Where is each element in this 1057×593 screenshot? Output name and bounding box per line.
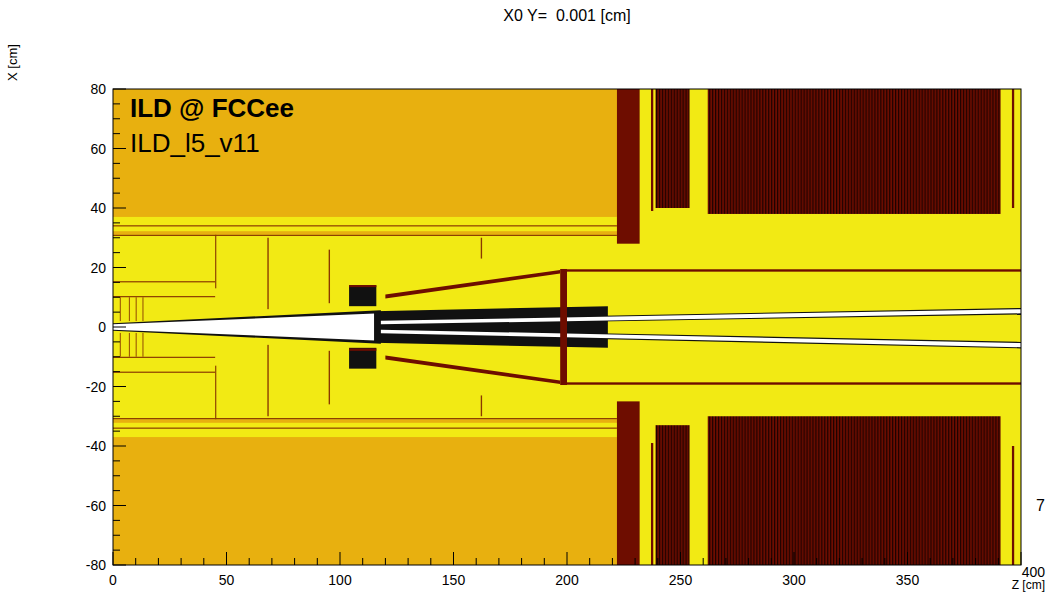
tick-label: 80 (90, 82, 106, 96)
axis-title: X [cm] (6, 44, 19, 81)
detector-tag: ILD_l5_v11 (130, 130, 260, 156)
tick-label: 20 (90, 261, 106, 275)
tick-label: 300 (782, 573, 805, 587)
tick-label: 40 (90, 201, 106, 215)
plot-frame (113, 89, 1021, 565)
tick-label: 350 (896, 573, 919, 587)
page-number: 7 (1036, 498, 1045, 514)
tick-label: 150 (442, 573, 465, 587)
tick-label: -20 (86, 380, 106, 394)
tick-label: 0 (109, 573, 117, 587)
tick-label: -40 (86, 439, 106, 453)
detector-tag: ILD @ FCCee (130, 95, 294, 121)
axis-title: Z [cm] (1012, 579, 1045, 591)
tick-label: -60 (86, 499, 106, 513)
tick-label: 0 (98, 320, 106, 334)
tick-label: 50 (219, 573, 235, 587)
detector-geometry (113, 89, 1021, 565)
tick-label: -80 (86, 558, 106, 572)
tick-label: 60 (90, 142, 106, 156)
tick-label: 250 (669, 573, 692, 587)
plot-title: X0 Y= 0.001 [cm] (503, 8, 630, 24)
tick-label: 400 (1022, 565, 1045, 579)
tick-label: 200 (555, 573, 578, 587)
tick-label: 100 (328, 573, 351, 587)
